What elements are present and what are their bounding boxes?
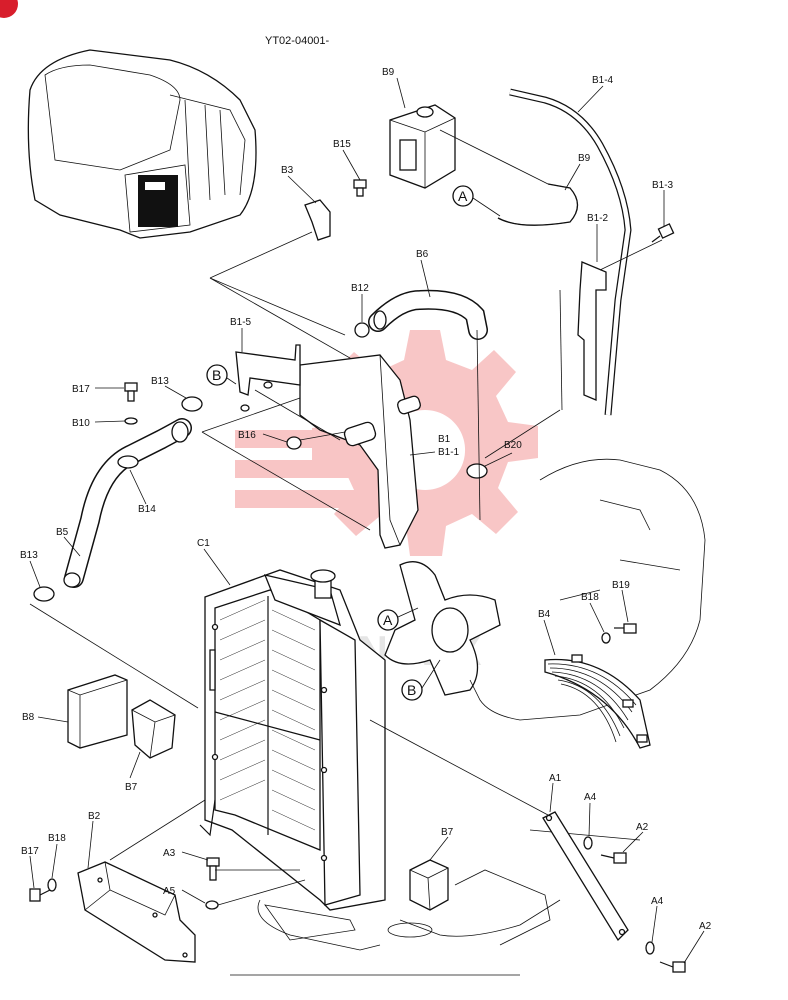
label-b19: B19 — [612, 580, 630, 591]
washer-b18-right — [601, 632, 611, 644]
clamp-b12 — [354, 322, 370, 338]
label-b16: B16 — [238, 430, 256, 441]
label-c1: C1 — [197, 538, 210, 549]
label-b1-2: B1-2 — [587, 213, 609, 224]
bolt-b15 — [353, 179, 367, 197]
washer-b10 — [124, 417, 138, 425]
fan-guard — [544, 654, 651, 749]
label-b1-3: B1-3 — [652, 180, 674, 191]
label-b4: B4 — [538, 609, 551, 620]
bolt-b17-upper — [124, 382, 138, 402]
ref-b-left: B — [212, 367, 221, 383]
label-b18-right: B18 — [581, 592, 599, 603]
label-b13-lower: B13 — [20, 550, 38, 561]
label-b17-upper: B17 — [72, 384, 90, 395]
reservoir-tank — [389, 104, 456, 189]
bolt-b17-lower — [29, 888, 51, 902]
label-b9-hose: B9 — [578, 153, 591, 164]
label-b10: B10 — [72, 418, 90, 429]
label-a4-top: A4 — [584, 792, 597, 803]
engine-outline — [469, 458, 706, 721]
label-b7-left: B7 — [125, 782, 138, 793]
label-b14: B14 — [138, 504, 156, 515]
radiator — [199, 569, 386, 911]
label-a2-top: A2 — [636, 822, 649, 833]
clamp-b13-upper — [181, 396, 203, 412]
leader-lines — [29, 77, 705, 964]
label-b18-lower: B18 — [48, 833, 66, 844]
label-b8: B8 — [22, 712, 35, 723]
bolt-b1-3 — [651, 223, 675, 243]
sponge-b7-lower — [409, 859, 449, 911]
label-b5: B5 — [56, 527, 69, 538]
coolant-tank — [235, 344, 421, 549]
label-a3: A3 — [163, 848, 176, 859]
label-b3: B3 — [281, 165, 294, 176]
bolt-a2-top — [600, 852, 627, 864]
label-b13-upper: B13 — [151, 376, 169, 387]
washer-a5 — [205, 900, 219, 910]
base-frame — [230, 829, 641, 976]
stay-a1 — [542, 811, 629, 942]
ref-a-mid: A — [383, 612, 393, 628]
clamp-b14 — [117, 455, 139, 469]
bolt-b19 — [614, 623, 637, 634]
ref-circle-b-low — [401, 679, 423, 701]
bolt-a3 — [206, 857, 220, 881]
label-a2-low: A2 — [699, 921, 712, 932]
label-b6: B6 — [416, 249, 429, 260]
label-b1-5: B1-5 — [230, 317, 252, 328]
ref-circle-a-top — [452, 185, 474, 207]
bracket-b2 — [77, 861, 196, 963]
ref-a-top: A — [458, 188, 468, 204]
label-b1-4: B1-4 — [592, 75, 614, 86]
label-b1-1: B1-1 — [438, 447, 460, 458]
label-b7-lower: B7 — [441, 827, 454, 838]
side-bracket — [577, 261, 607, 401]
label-b17-lower: B17 — [21, 846, 39, 857]
nut-b16 — [286, 436, 302, 450]
label-a4-low: A4 — [651, 896, 664, 907]
machine-thumbnail — [27, 49, 257, 239]
label-a1: A1 — [549, 773, 562, 784]
clamp-b13-lower — [33, 586, 55, 602]
washer-a4-low — [645, 941, 655, 955]
ref-b-low: B — [407, 682, 416, 698]
label-a5: A5 — [163, 886, 176, 897]
clip-b3 — [304, 199, 331, 241]
label-b2: B2 — [88, 811, 101, 822]
diagram-code: YT02-04001- — [265, 35, 330, 47]
sponge-b7-left — [131, 699, 176, 759]
clamp-b20 — [466, 463, 488, 479]
overflow-hose — [497, 183, 579, 226]
corner-badge — [0, 0, 18, 18]
bolt-a2-low — [659, 961, 686, 973]
label-b9-tank: B9 — [382, 67, 395, 78]
label-b1: B1 — [438, 434, 451, 445]
label-b15: B15 — [333, 139, 351, 150]
ref-circle-a-mid — [377, 609, 399, 631]
ref-circle-b-left — [206, 364, 228, 386]
label-b12: B12 — [351, 283, 369, 294]
washer-b18-lower — [47, 878, 57, 892]
sponge-b8 — [67, 674, 128, 749]
label-b20: B20 — [504, 440, 522, 451]
washer-a4-top — [583, 836, 593, 850]
cooling-fan — [384, 561, 501, 696]
